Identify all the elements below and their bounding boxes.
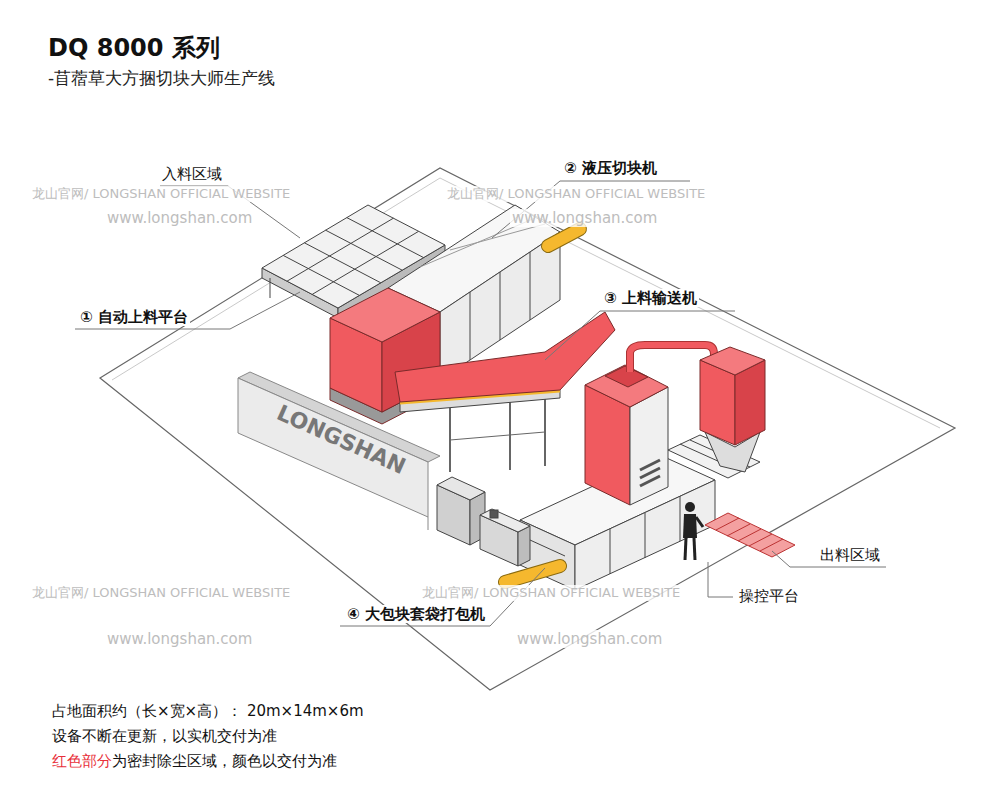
watermark: www.longshan.com bbox=[515, 630, 664, 648]
floor-area bbox=[100, 168, 955, 690]
operator-figure bbox=[683, 502, 703, 560]
note-highlight: 红色部分 bbox=[52, 752, 112, 770]
note: 设备不断在更新，以实机交付为准 bbox=[52, 727, 277, 745]
watermark: www.longshan.com bbox=[510, 209, 659, 227]
baler-cylinder bbox=[505, 566, 560, 582]
callout-label: ① 自动上料平台 bbox=[78, 308, 190, 326]
outfeed-mat bbox=[705, 513, 795, 557]
baler-cylinder-outline bbox=[505, 566, 560, 582]
title: DQ 8000 系列 bbox=[48, 34, 220, 63]
area-label: 出料区域 bbox=[818, 546, 882, 564]
note: 占地面积约（长×宽×高）： 20m×14m×6m bbox=[52, 702, 364, 720]
control-cabinets bbox=[437, 477, 530, 566]
baler-tower-sealed bbox=[585, 365, 668, 505]
leader-lines bbox=[75, 181, 886, 626]
dust-collector bbox=[700, 347, 765, 472]
watermark: 龙山官网/ LONGSHAN OFFICIAL WEBSITE bbox=[420, 585, 682, 601]
callout-label: ② 液压切块机 bbox=[562, 159, 659, 177]
area-label: 操控平台 bbox=[737, 587, 801, 605]
subtitle: -苜蓿草大方捆切块大师生产线 bbox=[48, 68, 275, 88]
watermark: 龙山官网/ LONGSHAN OFFICIAL WEBSITE bbox=[30, 585, 292, 601]
note: 为密封除尘区域，颜色以交付为准 bbox=[112, 752, 337, 770]
hydraulic-cylinder bbox=[548, 229, 580, 246]
watermark: www.longshan.com bbox=[105, 209, 254, 227]
watermark: 龙山官网/ LONGSHAN OFFICIAL WEBSITE bbox=[30, 186, 292, 202]
watermark: 龙山官网/ LONGSHAN OFFICIAL WEBSITE bbox=[445, 186, 707, 202]
hydraulic-cylinder-outline bbox=[548, 229, 580, 246]
area-label: 入料区域 bbox=[160, 165, 224, 183]
watermark: www.longshan.com bbox=[105, 630, 254, 648]
brand-sign bbox=[238, 372, 440, 530]
feed-conveyor bbox=[395, 312, 615, 472]
callout-label: ④ 大包块套袋打包机 bbox=[345, 605, 487, 623]
callout-label: ③ 上料输送机 bbox=[602, 289, 699, 307]
